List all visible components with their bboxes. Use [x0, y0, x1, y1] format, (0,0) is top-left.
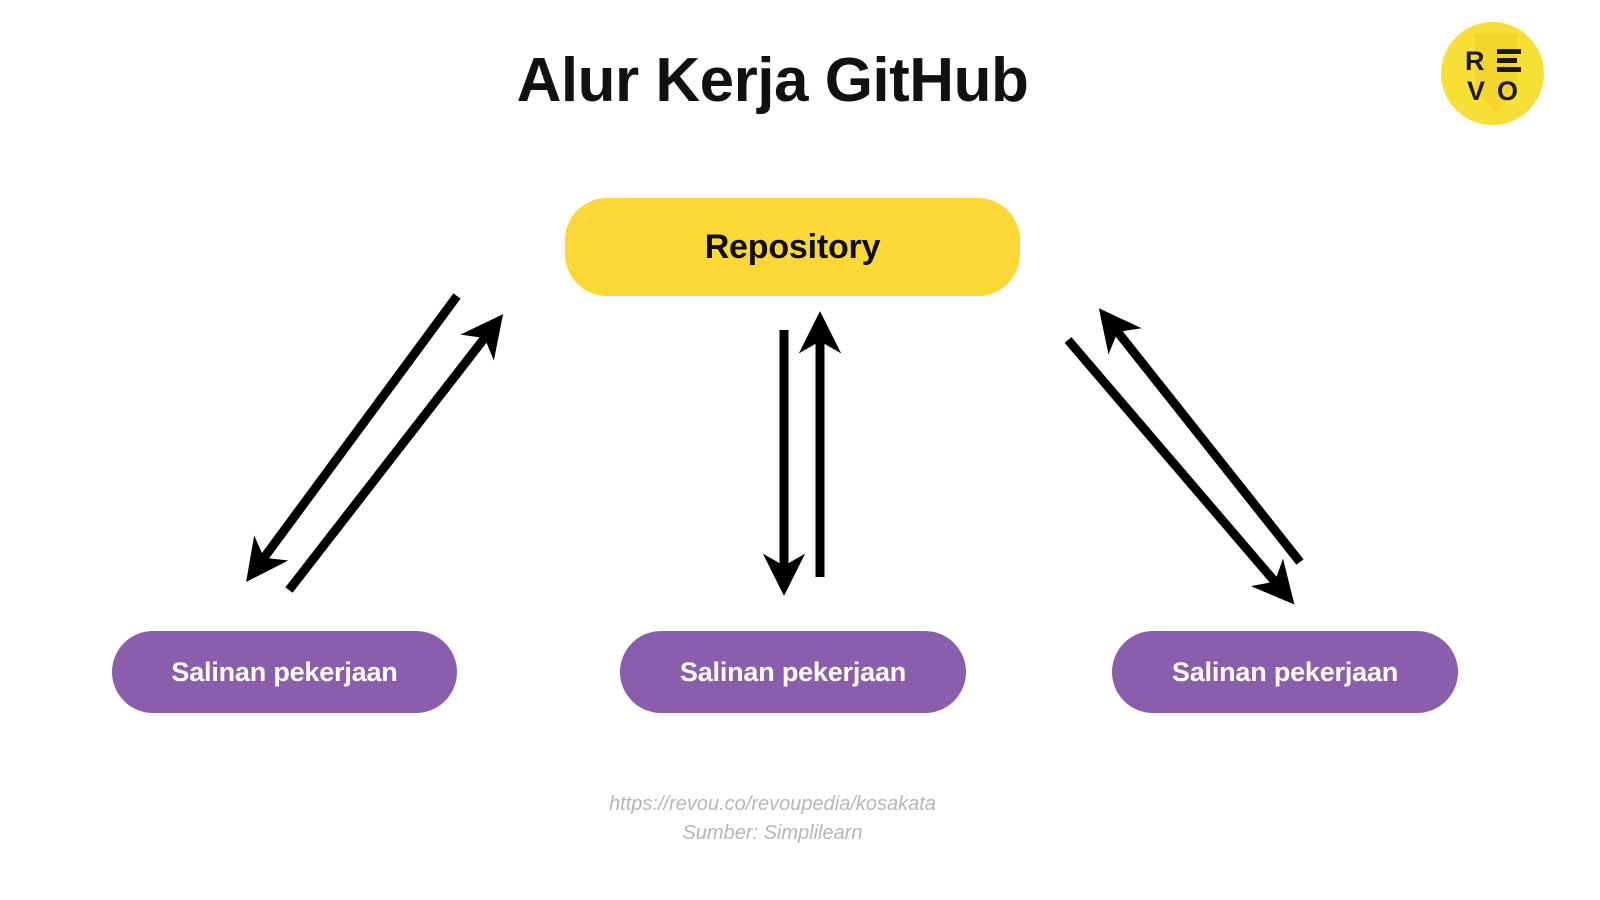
node-working-copy-center[interactable]: Salinan pekerjaan [620, 631, 966, 713]
logo-letter-v: V [1467, 76, 1486, 106]
logo-letter-o: O [1497, 76, 1519, 106]
logo-letters: R V O [1441, 22, 1544, 125]
node-working-copy-right[interactable]: Salinan pekerjaan [1112, 631, 1458, 713]
footer-source: Sumber: Simplilearn [682, 822, 863, 844]
logo-letter-e-icon [1497, 49, 1521, 73]
arrow-copy-left-to-repo [285, 314, 504, 593]
footer-url: https://revou.co/revoupedia/kosakata [609, 793, 936, 815]
logo-letter-r: R [1465, 46, 1485, 76]
arrow-repo-to-copy-left [246, 293, 461, 582]
footer: https://revou.co/revoupedia/kosakata Sum… [0, 790, 1545, 848]
arrow-repo-to-copy-right [1064, 337, 1295, 605]
page-title: Alur Kerja GitHub [516, 46, 1029, 115]
node-repository[interactable]: Repository [565, 198, 1020, 296]
revou-logo: R V O [1441, 22, 1544, 125]
node-working-copy-left[interactable]: Salinan pekerjaan [112, 631, 457, 713]
arrow-copy-right-to-repo [1098, 308, 1304, 565]
